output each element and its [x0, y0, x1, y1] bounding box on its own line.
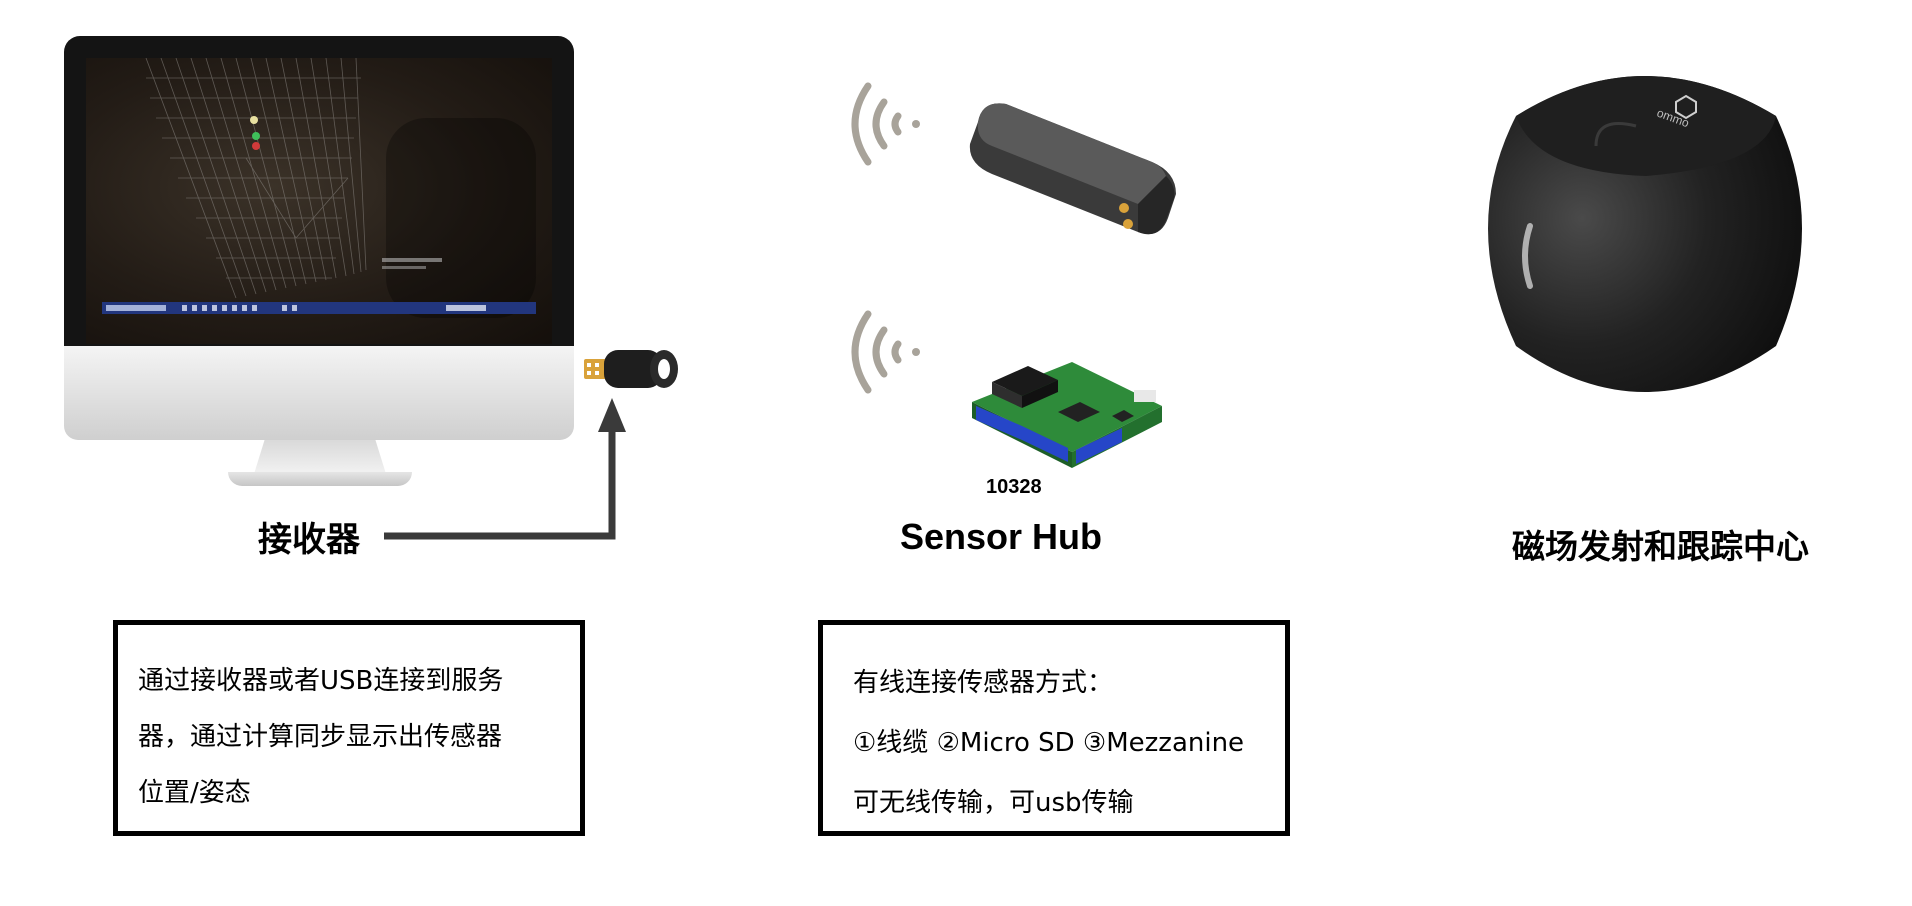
connection-arrow — [384, 398, 626, 540]
box-text-line: 有线连接传感器方式： — [853, 668, 1114, 698]
monitor-illustration — [64, 36, 574, 486]
box-text-line: 器，通过计算同步显示出传感器 — [138, 722, 503, 752]
wireless-signal-icon — [851, 310, 920, 394]
monitor-stand — [254, 440, 386, 474]
box-text-line: 可无线传输，可usb传输 — [853, 788, 1134, 818]
magnetic-sensor-device — [969, 103, 1176, 235]
sensor-hub-board — [972, 362, 1162, 468]
field-generator-device: ommo — [1488, 76, 1802, 392]
wireless-signal-icon — [851, 82, 920, 166]
sensor-hub-label: Sensor Hub — [900, 516, 1103, 557]
receiver-description-box: 通过接收器或者USB连接到服务 器，通过计算同步显示出传感器 位置/姿态 — [113, 620, 585, 836]
monitor-chin — [64, 346, 574, 440]
usb-receiver-dongle — [584, 350, 678, 388]
hub-board-code: 10328 — [986, 476, 1042, 498]
emitter-label: 磁场发射和跟踪中心 — [1512, 527, 1809, 566]
monitor-bezel — [64, 36, 574, 366]
receiver-label: 接收器 — [258, 520, 360, 560]
box-text-line: 通过接收器或者USB连接到服务 — [138, 666, 504, 696]
box-text-line: ①线缆 ②Micro SD ③Mezzanine — [853, 728, 1245, 758]
hub-description-box: 有线连接传感器方式： ①线缆 ②Micro SD ③Mezzanine 可无线传… — [818, 620, 1290, 836]
tracking-grid-graphic — [102, 58, 536, 318]
monitor-screen — [86, 58, 552, 344]
monitor-base — [228, 472, 412, 486]
box-text-line: 位置/姿态 — [138, 778, 251, 808]
